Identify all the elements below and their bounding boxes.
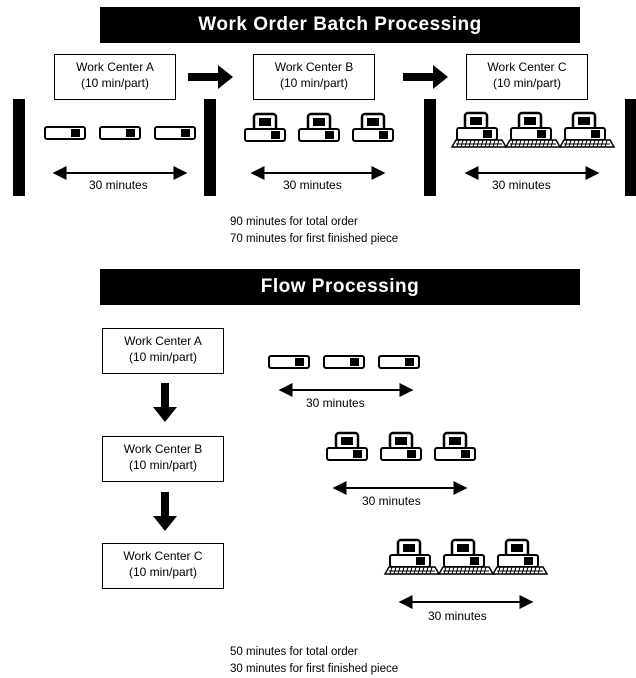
finished-part-icon	[383, 538, 441, 576]
work-center-name: Work Center A	[76, 60, 154, 74]
batch-flow-arrow-bc	[403, 65, 448, 89]
batch-divider-bar	[424, 99, 436, 196]
semi-finished-part-icon	[325, 431, 369, 462]
flow-summary: 50 minutes for total order 30 minutes fo…	[230, 644, 398, 678]
raw-part-icon	[323, 355, 365, 369]
flow-summary-first: 30 minutes for first finished piece	[230, 663, 399, 675]
batch-duration-label: 30 minutes	[492, 178, 551, 192]
work-center-rate: (10 min/part)	[80, 76, 150, 90]
semi-finished-part-icon	[379, 431, 423, 462]
batch-summary-first: 70 minutes for first finished piece	[230, 233, 399, 245]
batch-duration-label: 30 minutes	[283, 178, 342, 192]
finished-part-icon	[558, 111, 616, 149]
raw-part-icon	[154, 126, 196, 140]
batch-divider-bar	[625, 99, 636, 196]
flow-work-center-c: Work Center C (10 min/part)	[102, 543, 224, 589]
finished-part-icon	[504, 111, 562, 149]
flow-duration-label: 30 minutes	[428, 609, 487, 623]
flow-down-arrow-bc	[153, 492, 177, 531]
flow-title-banner: Flow Processing	[100, 269, 580, 305]
work-center-rate: (10 min/part)	[279, 76, 349, 90]
work-center-name: Work Center A	[124, 334, 202, 348]
semi-finished-part-icon	[243, 112, 287, 143]
work-center-rate: (10 min/part)	[128, 565, 198, 579]
raw-part-icon	[99, 126, 141, 140]
work-center-rate: (10 min/part)	[492, 76, 562, 90]
batch-summary: 90 minutes for total order 70 minutes fo…	[230, 214, 398, 248]
batch-duration-label: 30 minutes	[89, 178, 148, 192]
batch-work-center-c: Work Center C (10 min/part)	[466, 54, 588, 100]
batch-title-banner: Work Order Batch Processing	[100, 7, 580, 43]
flow-duration-arrow-b	[332, 481, 468, 495]
flow-duration-arrow-c	[398, 595, 534, 609]
semi-finished-part-icon	[297, 112, 341, 143]
work-center-name: Work Center C	[123, 549, 203, 563]
raw-part-icon	[268, 355, 310, 369]
flow-duration-label: 30 minutes	[362, 494, 421, 508]
flow-summary-total: 50 minutes for total order	[230, 646, 358, 658]
batch-duration-arrow-b	[250, 166, 386, 180]
batch-duration-arrow-c	[464, 166, 600, 180]
work-center-rate: (10 min/part)	[128, 458, 198, 472]
raw-part-icon	[378, 355, 420, 369]
flow-work-center-b: Work Center B (10 min/part)	[102, 436, 224, 482]
work-center-name: Work Center B	[123, 442, 203, 456]
flow-down-arrow-ab	[153, 383, 177, 422]
batch-duration-arrow-a	[52, 166, 188, 180]
flow-duration-arrow-a	[278, 383, 414, 397]
batch-work-center-a: Work Center A (10 min/part)	[54, 54, 176, 100]
finished-part-icon	[437, 538, 495, 576]
work-center-name: Work Center B	[274, 60, 354, 74]
batch-flow-arrow-ab	[188, 65, 233, 89]
work-center-name: Work Center C	[487, 60, 567, 74]
work-center-rate: (10 min/part)	[128, 350, 198, 364]
semi-finished-part-icon	[351, 112, 395, 143]
batch-divider-bar	[13, 99, 25, 196]
finished-part-icon	[491, 538, 549, 576]
flow-work-center-a: Work Center A (10 min/part)	[102, 328, 224, 374]
batch-summary-total: 90 minutes for total order	[230, 216, 358, 228]
flow-duration-label: 30 minutes	[306, 396, 365, 410]
semi-finished-part-icon	[433, 431, 477, 462]
batch-work-center-b: Work Center B (10 min/part)	[253, 54, 375, 100]
batch-divider-bar	[204, 99, 216, 196]
finished-part-icon	[450, 111, 508, 149]
raw-part-icon	[44, 126, 86, 140]
